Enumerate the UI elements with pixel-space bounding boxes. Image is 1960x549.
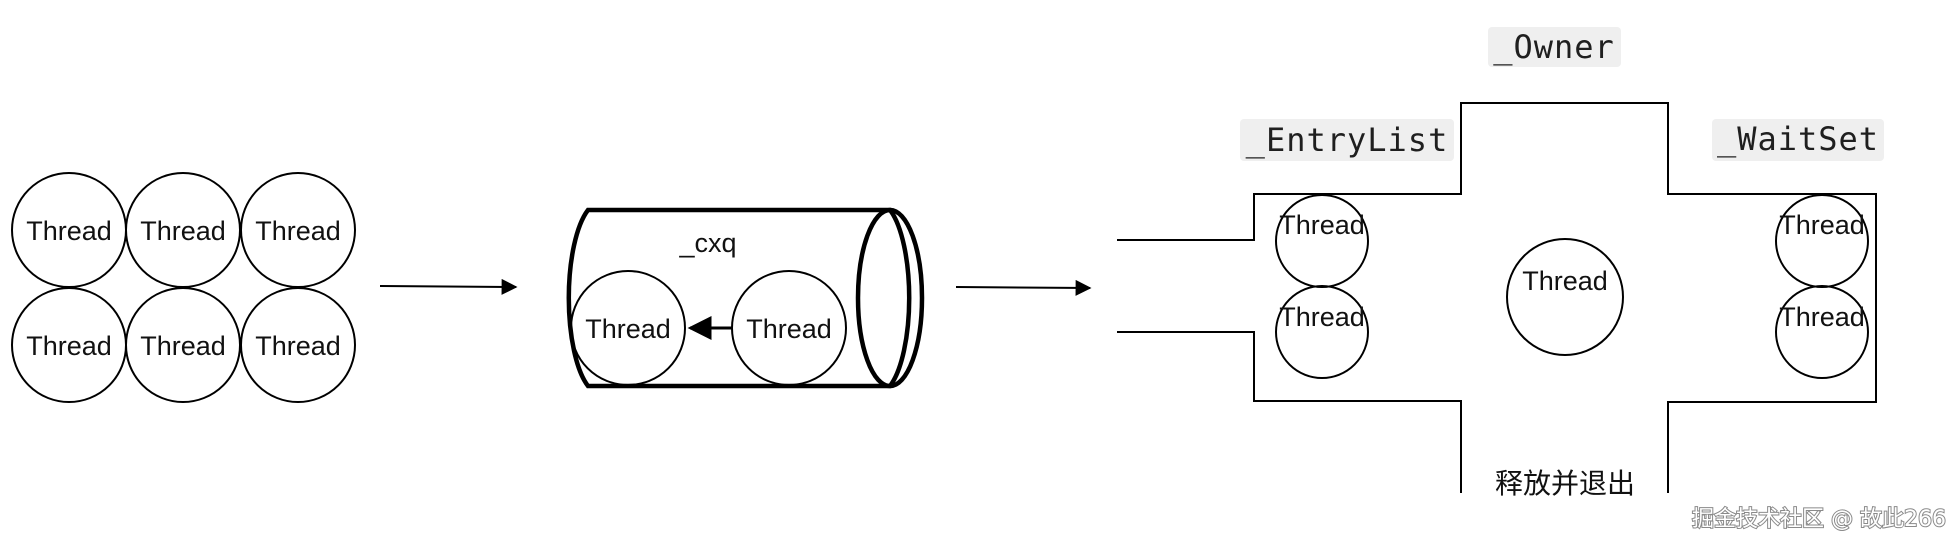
thread-circle: Thread bbox=[11, 287, 127, 403]
thread-label: Thread bbox=[26, 216, 112, 246]
cxq-cylinder-end bbox=[855, 207, 925, 389]
entrylist-label-box: _EntryList bbox=[1240, 119, 1454, 161]
thread-label: Thread bbox=[255, 331, 341, 361]
monitor-structure bbox=[1117, 102, 1877, 493]
waitset-threads: Thread Thread bbox=[1775, 194, 1869, 379]
thread-circle: Thread bbox=[240, 172, 356, 288]
thread-label: Thread bbox=[585, 314, 671, 344]
owner-label: _Owner bbox=[1493, 28, 1615, 66]
cxq-queue: _cxq Thread Thread bbox=[566, 207, 925, 389]
thread-label: Thread bbox=[1279, 302, 1365, 332]
thread-label: Thread bbox=[140, 216, 226, 246]
thread-circle: Thread bbox=[1275, 285, 1369, 379]
arrow-to-entrylist bbox=[955, 279, 1092, 296]
arrow-to-cxq bbox=[379, 278, 518, 295]
waitset-label-box: _WaitSet bbox=[1712, 119, 1884, 161]
thread-label: Thread bbox=[1779, 302, 1865, 332]
thread-label: Thread bbox=[1279, 210, 1365, 240]
thread-circle: Thread bbox=[1275, 194, 1369, 288]
owner-label-box: _Owner bbox=[1488, 27, 1621, 67]
thread-circle: Thread bbox=[1775, 285, 1869, 379]
entrylist-label: _EntryList bbox=[1246, 121, 1449, 159]
thread-circle: Thread bbox=[570, 270, 686, 386]
thread-circle: Thread bbox=[1775, 194, 1869, 288]
release-and-exit-label: 释放并退出 bbox=[1495, 467, 1635, 500]
thread-label: Thread bbox=[1522, 266, 1608, 296]
monitor-top-outline bbox=[1117, 102, 1877, 493]
thread-label: Thread bbox=[746, 314, 832, 344]
thread-label: Thread bbox=[255, 216, 341, 246]
thread-circle: Thread bbox=[11, 172, 127, 288]
thread-label: Thread bbox=[140, 331, 226, 361]
cxq-label: _cxq bbox=[678, 228, 736, 258]
thread-circle: Thread bbox=[240, 287, 356, 403]
thread-label: Thread bbox=[26, 331, 112, 361]
thread-label: Thread bbox=[1779, 210, 1865, 240]
thread-circle: Thread bbox=[125, 172, 241, 288]
owner-thread: Thread bbox=[1506, 238, 1624, 356]
waitset-label: _WaitSet bbox=[1717, 120, 1879, 158]
watermark: 掘金技术社区 @ 故此266 bbox=[1692, 507, 1946, 532]
incoming-thread-group: Thread Thread Thread Thread Thread Threa… bbox=[11, 172, 356, 403]
thread-circle: Thread bbox=[731, 270, 847, 386]
monitor-bottom-outline bbox=[1117, 331, 1462, 493]
entrylist-threads: Thread Thread bbox=[1275, 194, 1369, 379]
thread-circle: Thread bbox=[125, 287, 241, 403]
